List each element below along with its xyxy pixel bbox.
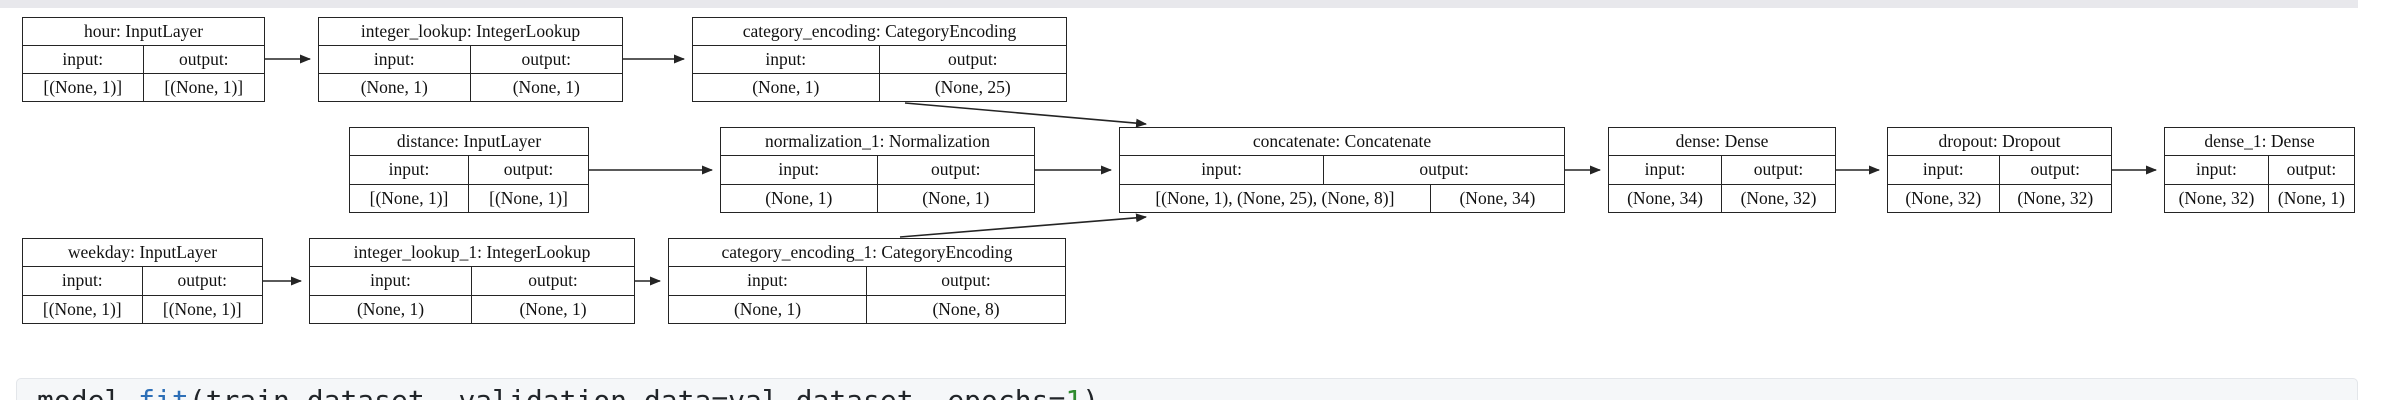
input-shape: [(None, 1)] bbox=[23, 295, 143, 323]
output-label: output: bbox=[178, 48, 229, 69]
layer-node-category_encoding: category_encoding: CategoryEncoding inpu… bbox=[692, 17, 1067, 102]
code-method-fit: fit bbox=[138, 384, 189, 400]
input-shape: (None, 32) bbox=[1888, 184, 2000, 212]
layer-node-weekday: weekday: InputLayer input: output: [(Non… bbox=[22, 238, 263, 324]
layer-node-concatenate: concatenate: Concatenate input: output: … bbox=[1119, 127, 1565, 213]
input-shape: (None, 1) bbox=[693, 74, 880, 101]
layer-title: category_encoding: CategoryEncoding bbox=[693, 18, 1066, 46]
layer-title: dropout: Dropout bbox=[1888, 128, 2111, 157]
input-label: input: bbox=[350, 156, 469, 184]
layer-title: integer_lookup: IntegerLookup bbox=[319, 18, 622, 46]
keras-model-plot: hour: InputLayer input: output: [(None, … bbox=[22, 17, 2355, 324]
layer-node-dense_1: dense_1: Dense input: output: (None, 32)… bbox=[2164, 127, 2355, 213]
output-shape: [(None, 1)] bbox=[489, 187, 568, 208]
input-label: input: bbox=[693, 46, 880, 73]
output-shape: (None, 1) bbox=[2277, 187, 2345, 208]
output-label: output: bbox=[1419, 159, 1469, 180]
layer-node-dropout: dropout: Dropout input: output: (None, 3… bbox=[1887, 127, 2112, 213]
input-label: input: bbox=[23, 46, 144, 73]
edge-category_encoding-to-concatenate bbox=[904, 102, 1147, 128]
output-label: output: bbox=[521, 48, 572, 69]
output-label: output: bbox=[503, 159, 554, 180]
output-shape: (None, 1) bbox=[512, 76, 580, 97]
previous-cell-edge bbox=[0, 0, 2358, 8]
layer-title: weekday: InputLayer bbox=[23, 239, 262, 268]
output-shape: (None, 8) bbox=[932, 298, 1000, 319]
output-label: output: bbox=[930, 159, 981, 180]
code-number: 1 bbox=[1065, 384, 1082, 400]
output-shape: (None, 25) bbox=[934, 76, 1011, 97]
layer-title: normalization_1: Normalization bbox=[721, 128, 1034, 157]
code-line[interactable]: model.fit(train_dataset, validation_data… bbox=[37, 384, 1099, 400]
layer-title: hour: InputLayer bbox=[23, 18, 264, 46]
layer-node-distance: distance: InputLayer input: output: [(No… bbox=[349, 127, 589, 213]
input-label: input: bbox=[1609, 156, 1722, 184]
input-shape: (None, 1) bbox=[319, 74, 471, 101]
output-shape: [(None, 1)] bbox=[164, 76, 244, 97]
output-shape: [(None, 1)] bbox=[162, 298, 242, 319]
code-close-paren: ) bbox=[1082, 384, 1099, 400]
output-label: output: bbox=[1753, 159, 1804, 180]
layer-title: distance: InputLayer bbox=[350, 128, 588, 157]
output-label: output: bbox=[177, 270, 228, 291]
output-label: output: bbox=[2286, 159, 2337, 180]
input-shape: (None, 32) bbox=[2165, 184, 2269, 212]
input-label: input: bbox=[1120, 156, 1325, 184]
layer-node-category_encoding_1: category_encoding_1: CategoryEncoding in… bbox=[668, 238, 1066, 324]
input-label: input: bbox=[669, 267, 867, 295]
code-object: model. bbox=[37, 384, 138, 400]
layer-title: dense: Dense bbox=[1609, 128, 1835, 157]
layer-node-hour: hour: InputLayer input: output: [(None, … bbox=[22, 17, 265, 102]
output-label: output: bbox=[528, 270, 578, 291]
input-shape: [(None, 1)] bbox=[350, 184, 469, 212]
layer-title: category_encoding_1: CategoryEncoding bbox=[669, 239, 1065, 268]
layer-title: dense_1: Dense bbox=[2165, 128, 2354, 157]
output-shape: (None, 32) bbox=[2017, 187, 2094, 208]
output-shape: (None, 34) bbox=[1459, 187, 1536, 208]
layer-node-dense: dense: Dense input: output: (None, 34) (… bbox=[1608, 127, 1836, 213]
output-label: output: bbox=[941, 270, 991, 291]
input-shape: [(None, 1)] bbox=[23, 74, 144, 101]
layer-node-integer_lookup_1: integer_lookup_1: IntegerLookup input: o… bbox=[309, 238, 635, 324]
input-shape: [(None, 1), (None, 25), (None, 8)] bbox=[1120, 184, 1431, 212]
input-label: input: bbox=[319, 46, 471, 73]
edge-category_encoding_1-to-concatenate bbox=[899, 213, 1147, 238]
input-label: input: bbox=[23, 267, 143, 295]
output-label: output: bbox=[2030, 159, 2081, 180]
layer-title: concatenate: Concatenate bbox=[1120, 128, 1564, 157]
code-cell[interactable]: model.fit(train_dataset, validation_data… bbox=[16, 378, 2358, 400]
code-args: (train_dataset, validation_data=val_data… bbox=[189, 384, 1066, 400]
output-shape: (None, 1) bbox=[519, 298, 587, 319]
input-shape: (None, 34) bbox=[1609, 184, 1722, 212]
layer-node-integer_lookup: integer_lookup: IntegerLookup input: out… bbox=[318, 17, 623, 102]
input-label: input: bbox=[2165, 156, 2269, 184]
input-shape: (None, 1) bbox=[310, 295, 472, 323]
input-label: input: bbox=[310, 267, 472, 295]
input-label: input: bbox=[721, 156, 878, 184]
layer-title: integer_lookup_1: IntegerLookup bbox=[310, 239, 634, 268]
layer-node-normalization_1: normalization_1: Normalization input: ou… bbox=[720, 127, 1035, 213]
input-shape: (None, 1) bbox=[721, 184, 878, 212]
input-shape: (None, 1) bbox=[669, 295, 867, 323]
output-shape: (None, 32) bbox=[1740, 187, 1817, 208]
output-label: output: bbox=[947, 48, 998, 69]
output-shape: (None, 1) bbox=[922, 187, 990, 208]
input-label: input: bbox=[1888, 156, 2000, 184]
